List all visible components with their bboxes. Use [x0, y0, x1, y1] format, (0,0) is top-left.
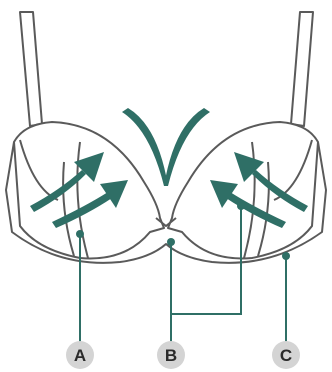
label-a: A: [74, 346, 86, 365]
dot-c: [282, 252, 290, 260]
dot-a: [76, 230, 84, 238]
dot-b-center: [167, 238, 175, 246]
left-strap: [20, 12, 42, 126]
label-c-badge: C: [272, 341, 300, 369]
label-b-badge: B: [157, 341, 185, 369]
right-strap: [291, 12, 313, 126]
straps: [20, 12, 313, 126]
label-a-badge: A: [66, 341, 94, 369]
label-c: C: [280, 346, 292, 365]
dot-b-cup: [237, 202, 245, 210]
label-b: B: [165, 346, 177, 365]
